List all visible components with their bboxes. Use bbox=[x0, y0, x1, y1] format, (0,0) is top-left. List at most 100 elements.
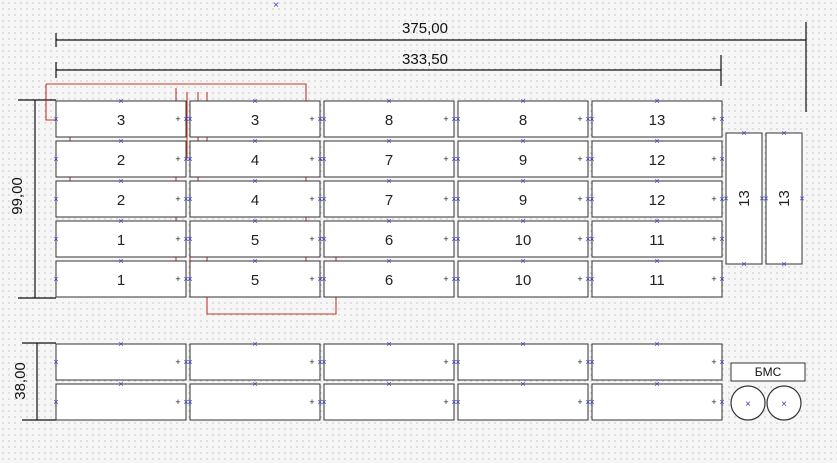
cell-body bbox=[189, 180, 321, 218]
center-mark: × bbox=[183, 397, 188, 407]
cell-body bbox=[55, 220, 187, 258]
bms-module: БМС × × bbox=[730, 362, 806, 421]
cell: 5×××+ bbox=[187, 256, 323, 298]
dimension-height: 99,00 bbox=[9, 99, 56, 299]
terminal-mark: + bbox=[443, 234, 448, 244]
center-mark: × bbox=[451, 274, 456, 284]
center-mark: × bbox=[451, 154, 456, 164]
cell-label: 4 bbox=[251, 152, 259, 169]
center-mark: × bbox=[187, 274, 192, 284]
center-mark: × bbox=[317, 154, 322, 164]
side-view-cells: ×××+×××+×××+×××+×××+×××+×××+×××+×××+×××+ bbox=[53, 339, 725, 421]
side-cell: ×××+ bbox=[589, 379, 725, 421]
center-mark: × bbox=[321, 357, 326, 367]
side-cell: ×××+ bbox=[455, 379, 591, 421]
cell-label: 3 bbox=[251, 112, 259, 129]
cell-body bbox=[323, 100, 455, 138]
center-mark: × bbox=[520, 176, 525, 186]
cell: 7×××+ bbox=[321, 176, 457, 218]
center-mark: × bbox=[520, 339, 525, 349]
terminal-mark: + bbox=[577, 234, 582, 244]
terminal-mark: + bbox=[443, 357, 448, 367]
center-mark: × bbox=[183, 234, 188, 244]
cell-label: 5 bbox=[251, 232, 259, 249]
center-mark: × bbox=[455, 154, 460, 164]
center-mark: × bbox=[589, 274, 594, 284]
center-mark: × bbox=[654, 176, 659, 186]
cell-label: 6 bbox=[385, 232, 393, 249]
cell-label: 10 bbox=[515, 272, 532, 289]
center-mark: × bbox=[386, 339, 391, 349]
side-cell: ×××+ bbox=[53, 339, 189, 381]
terminal-mark: + bbox=[175, 234, 180, 244]
center-mark: × bbox=[799, 194, 804, 204]
cell-body bbox=[457, 140, 589, 178]
terminal-mark: + bbox=[711, 397, 716, 407]
center-mark: × bbox=[183, 357, 188, 367]
terminal-mark: + bbox=[175, 154, 180, 164]
terminal-mark: + bbox=[443, 154, 448, 164]
terminal-mark: + bbox=[577, 357, 582, 367]
center-mark: × bbox=[317, 234, 322, 244]
center-mark: × bbox=[654, 96, 659, 106]
center-mark: × bbox=[589, 234, 594, 244]
cell: 2×××+ bbox=[53, 136, 189, 178]
side-cell-body bbox=[591, 343, 723, 381]
terminal-mark: + bbox=[175, 357, 180, 367]
vertical-cell-body bbox=[765, 132, 803, 265]
cell-label: 12 bbox=[649, 152, 666, 169]
center-mark: × bbox=[183, 154, 188, 164]
center-mark: × bbox=[252, 96, 257, 106]
center-mark: × bbox=[53, 194, 58, 204]
cell-body bbox=[323, 180, 455, 218]
center-mark: × bbox=[585, 194, 590, 204]
terminal-mark: + bbox=[309, 234, 314, 244]
center-mark: × bbox=[589, 114, 594, 124]
center-mark: × bbox=[118, 256, 123, 266]
terminal-mark: + bbox=[309, 274, 314, 284]
cell-body bbox=[457, 260, 589, 298]
center-mark: × bbox=[654, 136, 659, 146]
cell-body bbox=[323, 140, 455, 178]
terminal-mark: + bbox=[309, 357, 314, 367]
cell: 6×××+ bbox=[321, 256, 457, 298]
center-mark: × bbox=[763, 194, 768, 204]
cell-label: 11 bbox=[649, 272, 665, 289]
center-mark: × bbox=[386, 379, 391, 389]
center-mark: × bbox=[719, 154, 724, 164]
side-cell-body bbox=[323, 343, 455, 381]
cell-body bbox=[591, 220, 723, 258]
cell: 5×××+ bbox=[187, 216, 323, 258]
cell: 13×××+ bbox=[589, 96, 725, 138]
cell-body bbox=[591, 180, 723, 218]
terminal-mark: + bbox=[443, 397, 448, 407]
center-mark: × bbox=[585, 397, 590, 407]
overall-width-label: 375,00 bbox=[402, 20, 448, 37]
center-mark: × bbox=[386, 96, 391, 106]
cell: 4×××+ bbox=[187, 176, 323, 218]
cell-label: 8 bbox=[385, 112, 393, 129]
dimension-side-height: 38,00 bbox=[12, 342, 56, 421]
center-mark: × bbox=[53, 154, 58, 164]
center-mark: × bbox=[118, 96, 123, 106]
cell: 9×××+ bbox=[455, 176, 591, 218]
center-mark: × bbox=[317, 274, 322, 284]
center-mark: × bbox=[520, 256, 525, 266]
center-mark: × bbox=[451, 397, 456, 407]
cell: 10×××+ bbox=[455, 256, 591, 298]
center-mark: × bbox=[589, 397, 594, 407]
terminal-mark: + bbox=[577, 397, 582, 407]
terminal-mark: + bbox=[711, 274, 716, 284]
dimension-overall-width: 375,00 bbox=[55, 20, 807, 112]
center-mark: × bbox=[53, 114, 58, 124]
terminal-mark: + bbox=[309, 397, 314, 407]
side-cell-body bbox=[457, 383, 589, 421]
center-mark: × bbox=[321, 154, 326, 164]
cell-label: 9 bbox=[519, 152, 527, 169]
cell-label: 2 bbox=[117, 192, 125, 209]
center-mark: × bbox=[520, 96, 525, 106]
cell: 9×××+ bbox=[455, 136, 591, 178]
cell-body bbox=[457, 220, 589, 258]
cell-body bbox=[591, 100, 723, 138]
center-mark: × bbox=[187, 397, 192, 407]
